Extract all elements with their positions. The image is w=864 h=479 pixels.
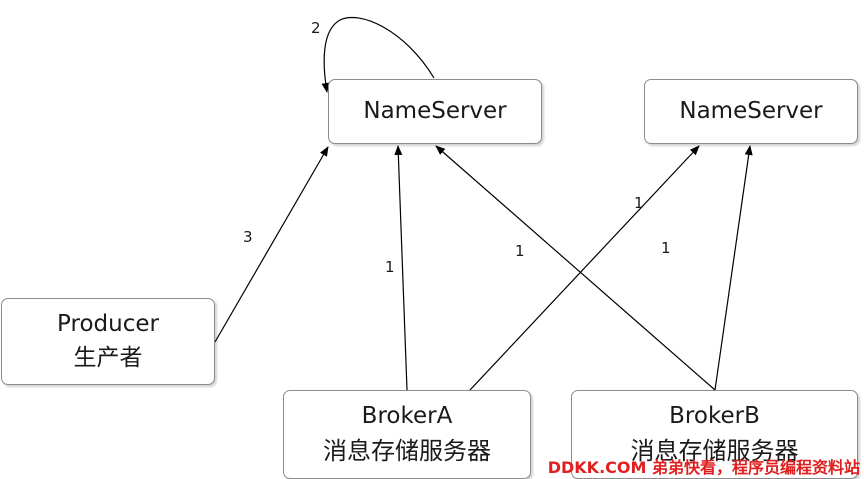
brokerB-to-nameserver2-arrow [714,145,753,391]
self-loop-arrow [321,16,435,93]
brokerB-to-nameserver1-arrow [435,145,716,391]
producer-sublabel: 生产者 [73,344,143,371]
brokerA-to-nameserver1-arrow [394,145,408,391]
nameserver-2-box: NameServer [644,79,858,144]
brokerA-to-nameserver2-arrow [469,145,700,391]
watermark-text: DDKK.COM 弟弟快看，程序员编程资料站 [547,458,860,477]
broker-a-label: BrokerA [361,403,453,430]
edge-label-brokerB-ns1: 1 [515,242,525,260]
broker-b-sublabel: 消息存储服务器 [630,436,799,465]
nameserver-1-box: NameServer [328,79,542,144]
broker-a-sublabel: 消息存储服务器 [323,436,491,465]
nameserver-1-label: NameServer [363,97,507,124]
edge-label-brokerA-ns1: 1 [385,258,395,276]
producer-box: Producer 生产者 [1,298,215,385]
producer-to-nameserver-arrow [214,146,329,343]
broker-a-box: BrokerA 消息存储服务器 [283,390,531,479]
broker-b-box: BrokerB 消息存储服务器 [571,390,858,479]
nameserver-2-label: NameServer [679,97,823,124]
broker-b-label: BrokerB [669,403,760,430]
edge-label-self-loop: 2 [311,19,321,37]
edge-label-brokerA-ns2: 1 [634,194,644,212]
producer-label: Producer [57,311,159,338]
edge-label-producer: 3 [243,228,253,246]
edge-label-brokerB-ns2: 1 [661,239,671,257]
